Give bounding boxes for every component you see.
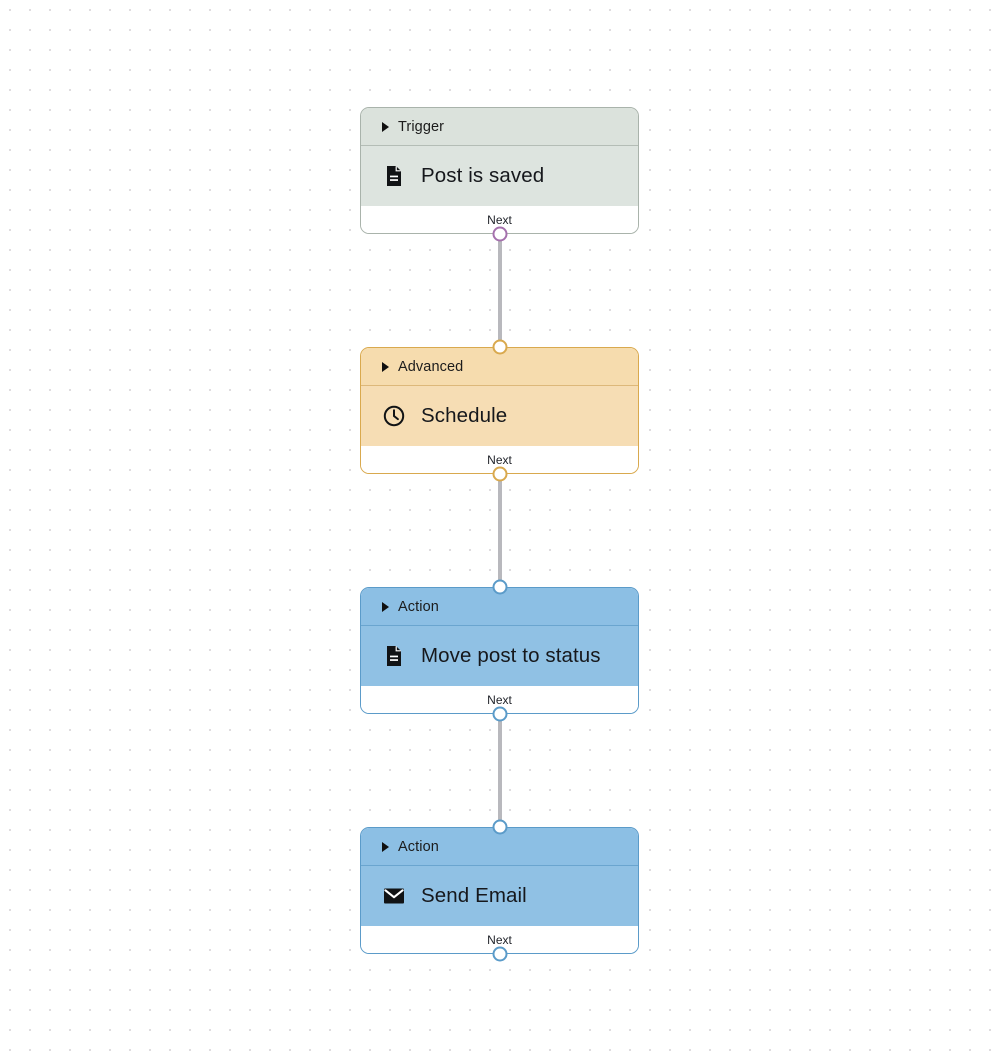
node-category-label: Advanced: [398, 358, 464, 375]
node-input-port[interactable]: [492, 579, 507, 595]
node-output-port[interactable]: [492, 226, 507, 242]
node-header[interactable]: Advanced: [361, 348, 638, 385]
next-label: Next: [487, 212, 512, 227]
workflow-edge[interactable]: [498, 232, 502, 347]
node-body[interactable]: Post is saved: [361, 146, 638, 206]
node-divider: [361, 625, 638, 626]
workflow-edge[interactable]: [498, 472, 502, 587]
node-output-port[interactable]: [492, 466, 507, 482]
node-divider: [361, 145, 638, 146]
node-category-label: Trigger: [398, 118, 445, 135]
document-icon: [381, 163, 407, 189]
node-divider: [361, 385, 638, 386]
node-body[interactable]: Send Email: [361, 866, 638, 926]
node-input-port[interactable]: [492, 339, 507, 355]
node-title: Send Email: [421, 884, 527, 907]
document-icon: [381, 643, 407, 669]
node-header[interactable]: Trigger: [361, 108, 638, 145]
node-title: Move post to status: [421, 644, 601, 667]
caret-right-icon[interactable]: [382, 361, 389, 372]
caret-right-icon[interactable]: [382, 121, 389, 132]
next-label: Next: [487, 932, 512, 947]
next-label: Next: [487, 452, 512, 467]
caret-right-icon[interactable]: [382, 601, 389, 612]
node-title: Post is saved: [421, 164, 545, 187]
envelope-icon: [381, 883, 407, 909]
node-body[interactable]: Move post to status: [361, 626, 638, 686]
node-body[interactable]: Schedule: [361, 386, 638, 446]
clock-icon: [381, 403, 407, 429]
node-divider: [361, 865, 638, 866]
node-output-port[interactable]: [492, 946, 507, 962]
caret-right-icon[interactable]: [382, 841, 389, 852]
next-label: Next: [487, 692, 512, 707]
node-category-label: Action: [398, 838, 439, 855]
node-title: Schedule: [421, 404, 508, 427]
node-output-port[interactable]: [492, 706, 507, 722]
node-category-label: Action: [398, 598, 439, 615]
workflow-edge[interactable]: [498, 712, 502, 827]
node-input-port[interactable]: [492, 819, 507, 835]
